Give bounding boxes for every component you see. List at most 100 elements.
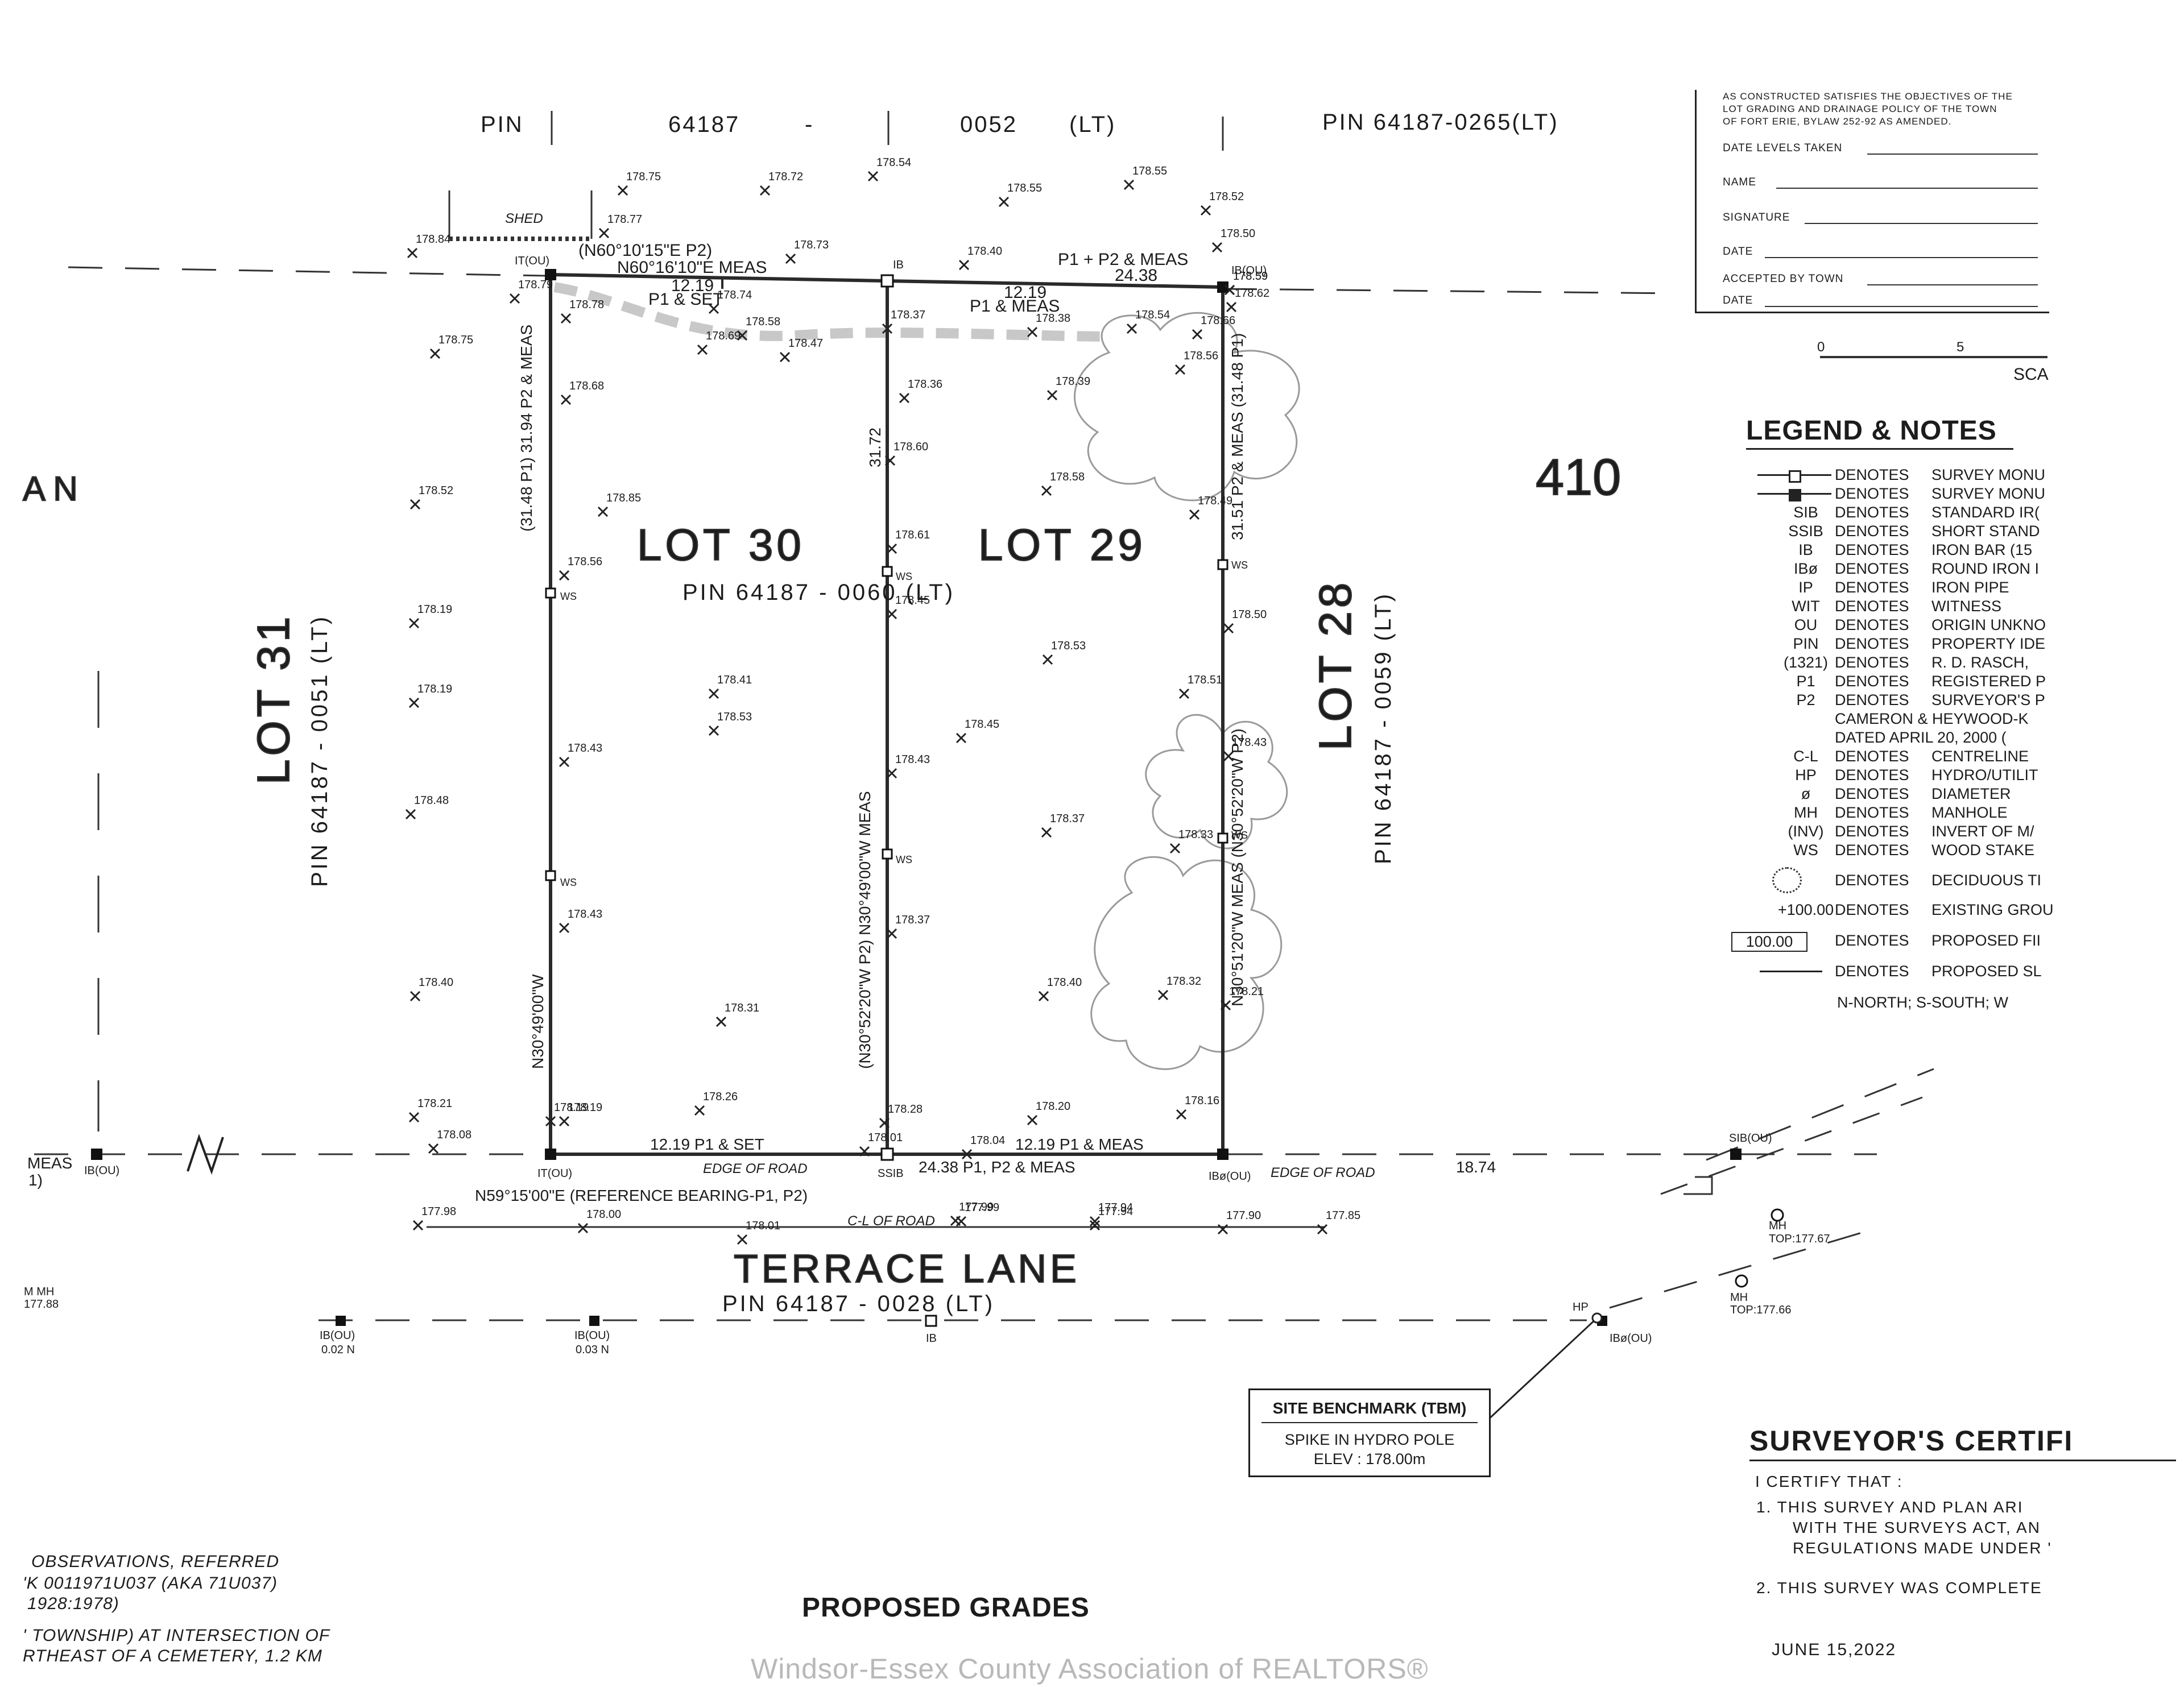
spot-elevation-marker xyxy=(1226,301,1237,313)
spot-elevation-marker xyxy=(560,394,572,405)
legend-row: P1 DENOTES REGISTERED P xyxy=(1746,673,2184,691)
spot-elevation-value: 178.53 xyxy=(717,711,752,723)
spot-elevation-value: 178.62 xyxy=(1235,287,1269,300)
spot-elevation-value: 178.77 xyxy=(607,213,642,226)
lbl-mh2: MH xyxy=(1730,1291,1748,1304)
legend-code: WIT xyxy=(1792,598,1820,615)
spot-elevation-value: 178.40 xyxy=(1047,976,1082,989)
legend-denotes: DENOTES xyxy=(1835,963,1909,980)
legend-description: IRON PIPE xyxy=(1931,579,2009,596)
legend-denotes: DENOTES xyxy=(1835,872,1909,889)
spot-elevation-marker xyxy=(1042,654,1053,665)
legend-description: R. D. RASCH, xyxy=(1931,654,2029,671)
spot-elevation-value: 178.52 xyxy=(419,484,453,497)
mid-bearing: (N30°52'20"W P2) N30°49'00"W MEAS xyxy=(856,791,874,1069)
cert-accepted: ACCEPTED BY TOWN xyxy=(1723,273,1844,285)
spot-elevation-value: 178.45 xyxy=(965,718,999,731)
spot-elevation-marker xyxy=(405,809,416,820)
legend-description: CENTRELINE xyxy=(1931,748,2029,765)
spot-elevation-value: 178.52 xyxy=(1209,190,1244,203)
spot-elevation-marker xyxy=(560,313,572,324)
spot-elevation-marker xyxy=(1041,827,1052,838)
legend-code: P1 xyxy=(1796,673,1815,690)
spot-elevation-value: 178.43 xyxy=(1232,736,1267,749)
note-2: 'K 0011971U037 (AKA 71U037) xyxy=(23,1574,278,1593)
monument-w xyxy=(91,1149,102,1160)
ws-stake-4 xyxy=(882,848,893,860)
legend-description: DIAMETER xyxy=(1931,785,2011,802)
legend-denotes: DENOTES xyxy=(1835,485,1909,502)
pin-right: PIN 64187-0265(LT) xyxy=(1322,110,1559,135)
spot-elevation-marker xyxy=(708,725,719,736)
spot-elevation-marker xyxy=(1223,623,1234,634)
spot-elevation-marker xyxy=(998,196,1010,208)
monument-se xyxy=(1217,1149,1228,1160)
spot-elevation-marker xyxy=(694,1105,705,1116)
spot-elevation-value: 178.21 xyxy=(1229,985,1264,998)
spot-elevation-marker xyxy=(1223,751,1234,762)
spot-elevation-value: 178.37 xyxy=(891,309,925,321)
spot-elevation-value: 178.66 xyxy=(1201,314,1235,327)
spot-elevation-value: 178.59 xyxy=(1233,270,1268,283)
cert-line-3 xyxy=(1805,223,2038,224)
shed xyxy=(448,190,593,241)
legend-code: IP xyxy=(1798,579,1813,596)
monument-n xyxy=(880,274,894,288)
legend-description: ROUND IRON I xyxy=(1931,560,2039,577)
pin-dash: - xyxy=(805,112,812,137)
lbl-ibo-se: IBø(OU) xyxy=(1209,1170,1251,1183)
spot-elevation-value: 178.56 xyxy=(568,556,602,568)
legend-description: REGISTERED P xyxy=(1931,673,2046,690)
spot-elevation-marker xyxy=(882,323,893,334)
legend-denotes: DENOTES xyxy=(1835,560,1909,577)
spot-elevation-marker xyxy=(1041,485,1052,496)
lbl-mh1b: TOP:177.67 xyxy=(1769,1233,1830,1245)
spot-elevation-value: 178.01 xyxy=(868,1131,903,1144)
spot-elevation-marker xyxy=(1200,205,1211,216)
ws-stake-2 xyxy=(545,870,556,881)
west-bearing: N30°49'00"W xyxy=(529,974,547,1069)
spot-elevation-marker xyxy=(697,344,708,355)
legend-description: PROPOSED SL xyxy=(1931,963,2042,980)
spot-elevation-marker xyxy=(559,570,570,581)
lbl-mh-left-b: 177.88 xyxy=(24,1298,59,1311)
spot-elevation-marker xyxy=(559,922,570,934)
mid-length: 31.72 xyxy=(866,428,884,467)
north-meas: N60°16'10"E MEAS xyxy=(617,258,767,277)
manhole-1 xyxy=(1771,1208,1784,1222)
cert-signature: SIGNATURE xyxy=(1723,212,1790,223)
legend-code: C-L xyxy=(1793,748,1818,765)
legend-denotes: DENOTES xyxy=(1835,804,1909,821)
spot-elevation-marker xyxy=(1189,509,1200,520)
spot-elevation-value: 178.56 xyxy=(1184,350,1218,362)
spot-elevation-marker xyxy=(1157,989,1169,1001)
lbl-ws-3: WS xyxy=(896,571,912,582)
spot-elevation-marker xyxy=(961,1149,973,1160)
spot-elevation-value: 178.19 xyxy=(554,1101,589,1114)
legend-description: INVERT OF M/ xyxy=(1931,823,2034,840)
spot-elevation-marker xyxy=(617,185,628,196)
spot-elevation-value: 178.19 xyxy=(417,603,452,616)
n-1219-left: 12.19 xyxy=(671,276,714,295)
north-adjoining-pin: PIN 64187 - 0052 (LT) PIN 64187-0265(LT) xyxy=(481,110,1559,137)
legend-denotes: DENOTES xyxy=(1835,673,1909,690)
spot-elevation-value: 178.68 xyxy=(569,380,604,392)
monument-s2 xyxy=(589,1316,599,1326)
spot-elevation-marker xyxy=(598,227,610,239)
monument-nw xyxy=(545,269,556,280)
ws-stake-5 xyxy=(1217,559,1228,570)
lbl-it-nw: IT(OU) xyxy=(515,255,549,267)
monument-sw xyxy=(545,1149,556,1160)
spot-elevation-value: 178.04 xyxy=(970,1134,1005,1147)
legend-denotes: DENOTES xyxy=(1835,504,1909,521)
spot-elevation-marker xyxy=(1317,1224,1328,1235)
monument-s3 xyxy=(925,1315,937,1327)
surveyor-title-rule xyxy=(1749,1460,2176,1461)
legend-row-slope: DENOTES PROPOSED SL xyxy=(1746,963,2184,981)
spot-elevation-value: 178.58 xyxy=(746,316,780,328)
